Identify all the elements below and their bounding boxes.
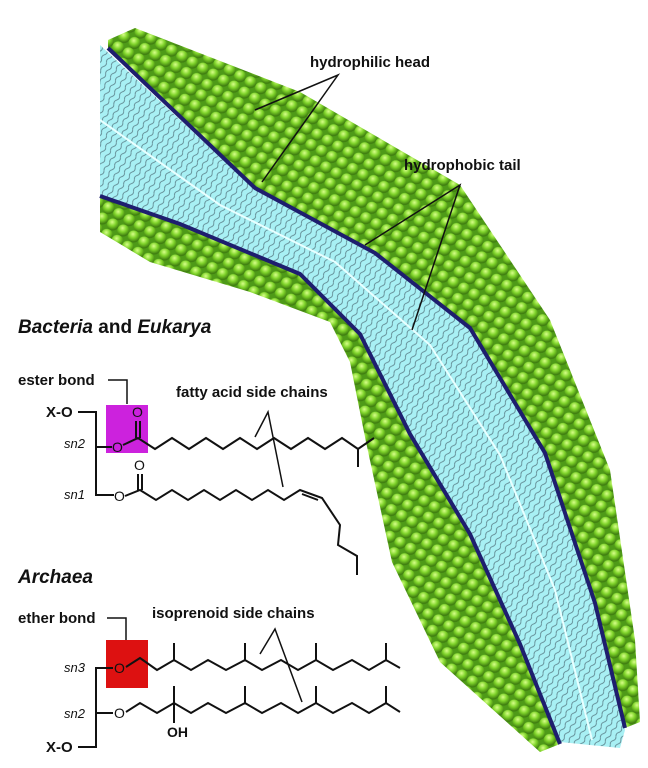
ester-sn1-label: sn1 — [64, 487, 85, 502]
ester-sn1-carbonyl-oxygen: O — [134, 457, 145, 473]
membrane-midline — [99, 119, 593, 741]
bacteria-eukarya-title: Bacteria and Eukarya — [18, 317, 212, 338]
ester-sn2-chain — [122, 436, 375, 451]
ester-sn2-oxygen: O — [112, 439, 123, 455]
ether-sn2-oxygen: O — [114, 705, 125, 721]
ether-backbone — [78, 667, 113, 748]
ester-cis-double-bond — [301, 493, 319, 501]
membrane-bilayer — [99, 28, 640, 752]
ester-xo-label: X-O — [46, 404, 73, 421]
ether-bond-label: ether bond — [18, 610, 96, 627]
isoprenoid-pointer — [259, 627, 303, 703]
ether-sn3-chain — [125, 656, 401, 672]
ether-bond-pointer — [107, 617, 127, 640]
archaea-title: Archaea — [17, 567, 93, 588]
ether-sn3-label: sn3 — [64, 660, 86, 675]
ether-sn2-chain — [125, 701, 401, 715]
fatty-acid-chains-label: fatty acid side chains — [176, 384, 328, 401]
isoprenoid-chains-label: isoprenoid side chains — [152, 605, 315, 622]
hydrophilic-head-label: hydrophilic head — [310, 54, 430, 71]
hydrophilic-head-pointer — [254, 73, 341, 183]
ester-bond-pointer — [108, 379, 128, 404]
ether-sn2-label: sn2 — [64, 706, 86, 721]
ether-hydroxyl: OH — [167, 724, 188, 740]
ester-sn1-chain — [124, 488, 358, 575]
ester-sn2-carbonyl-oxygen: O — [132, 404, 143, 420]
ester-backbone — [78, 411, 114, 496]
fatty-acid-pointer — [254, 409, 284, 488]
ether-sn3-methyls — [173, 643, 387, 660]
membrane-bottom-edge — [99, 194, 562, 745]
membrane-tail-layer — [100, 45, 625, 748]
ester-bond-label: ester bond — [18, 372, 95, 389]
membrane-bottom-head-layer — [100, 196, 560, 752]
ether-xo-label: X-O — [46, 739, 73, 756]
hydrophobic-tail-label: hydrophobic tail — [404, 157, 521, 174]
ether-sn2-methyls — [173, 686, 387, 723]
hydrophobic-tail-pointer — [364, 183, 462, 331]
membrane-top-edge — [106, 46, 627, 729]
ether-sn3-oxygen: O — [114, 660, 125, 676]
ether-bond-highlight — [106, 640, 148, 688]
ester-sn1-oxygen: O — [114, 488, 125, 504]
ester-sn2-label: sn2 — [64, 436, 86, 451]
